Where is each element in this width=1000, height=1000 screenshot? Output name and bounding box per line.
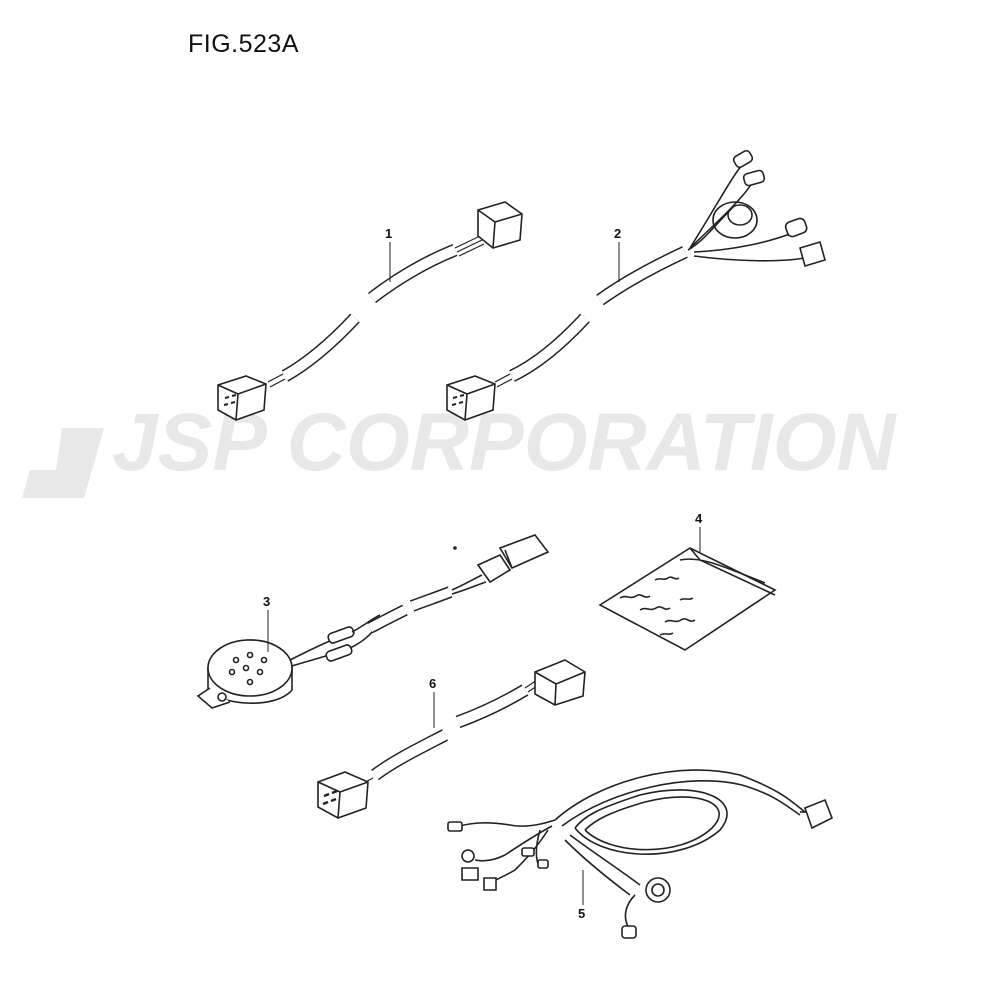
callout-5: 5	[578, 870, 585, 921]
watermark-logo-icon	[22, 428, 104, 498]
callout-number-2: 2	[614, 226, 621, 241]
callout-2: 2	[614, 226, 621, 282]
figure-title: FIG.523A	[188, 30, 299, 58]
buzzer-with-lead-icon	[196, 534, 550, 709]
main-wiring-harness-icon	[447, 769, 834, 939]
callout-number-6: 6	[429, 676, 436, 691]
parts-bag-icon	[598, 547, 777, 651]
callout-1: 1	[385, 226, 392, 282]
short-extension-harness-icon	[317, 659, 586, 819]
callout-number-5: 5	[578, 906, 585, 921]
callout-number-1: 1	[385, 226, 392, 241]
harness-extension-connector-icon	[217, 201, 523, 421]
callout-6: 6	[429, 676, 436, 728]
callout-number-4: 4	[695, 511, 703, 526]
callout-number-3: 3	[263, 594, 270, 609]
callout-4: 4	[695, 511, 703, 552]
harness-with-switch-icon	[446, 149, 826, 421]
callout-3: 3	[263, 594, 270, 652]
